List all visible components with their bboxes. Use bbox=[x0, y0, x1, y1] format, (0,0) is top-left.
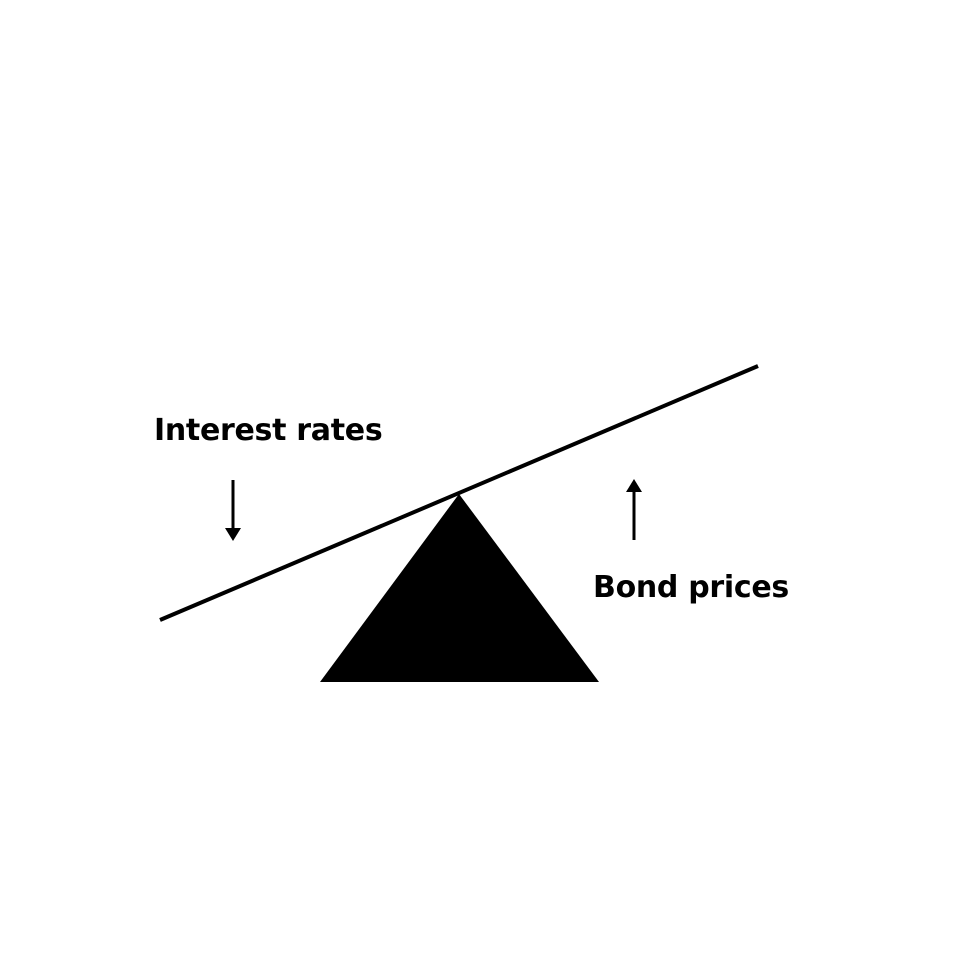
interest-rates-label: Interest rates bbox=[154, 413, 383, 448]
up-arrow-icon bbox=[626, 479, 642, 540]
fulcrum-triangle bbox=[320, 494, 599, 682]
seesaw-beam bbox=[159, 364, 759, 622]
down-arrow-icon bbox=[225, 480, 241, 541]
bond-prices-label: Bond prices bbox=[593, 570, 789, 605]
